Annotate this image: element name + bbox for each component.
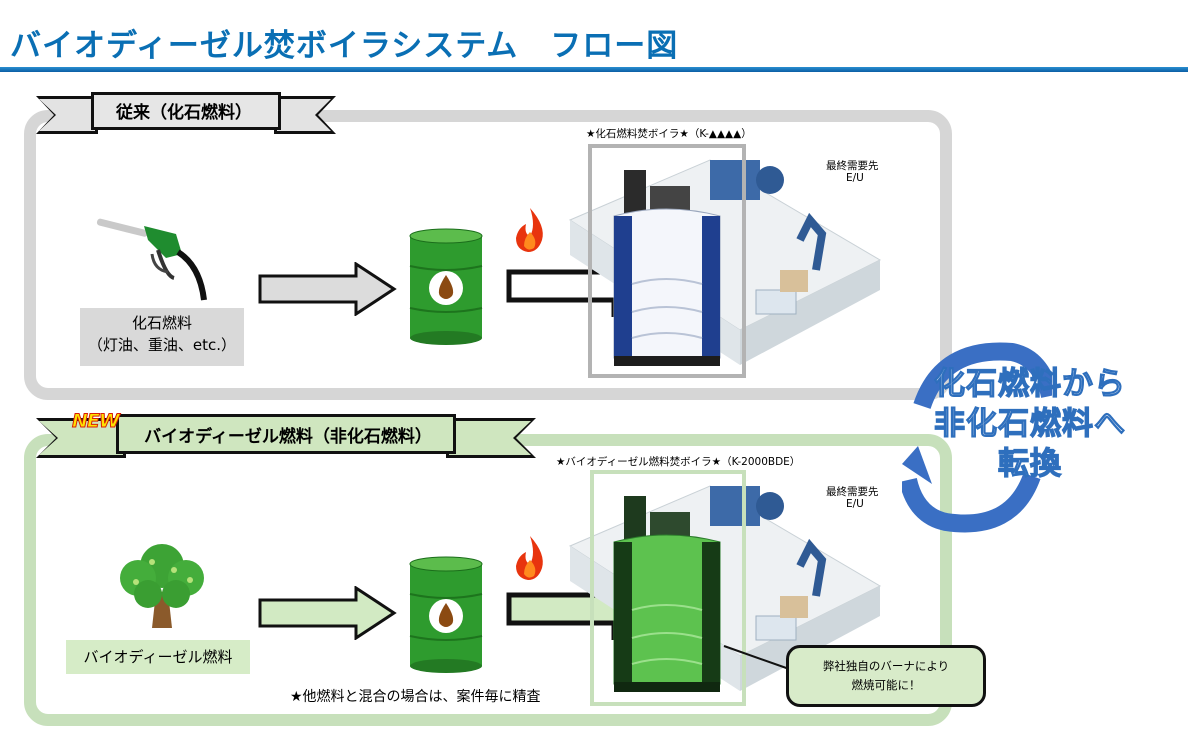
conversion-line3: 転換 [997,445,1062,482]
conversion-line2: 非化石燃料へ [933,405,1126,442]
boiler-icon [613,170,721,366]
conversion-text: 化石燃料から 非化石燃料へ 転換 [915,364,1145,484]
callout-line2: 燃焼可能に！ [851,678,921,692]
fossil-end-user-line1: 最終需要先 [826,160,879,172]
bio-end-user-line1: 最終需要先 [826,486,879,498]
tree-icon [120,544,204,628]
title-rule [0,67,1188,72]
fossil-source-box [80,308,244,366]
bio-source-label: バイオディーゼル燃料 [83,648,233,666]
callout-line1: 弊社独自のバーナにより [822,659,950,673]
bio-boiler-frame [590,470,746,706]
bio-source-box [66,640,250,674]
flame-icon [516,536,543,580]
fossil-banner-label: 従来（化石燃料） [116,103,252,123]
burner-callout: 弊社独自のバーナにより 燃焼可能に！ [786,645,986,707]
fossil-boiler-frame [588,144,746,378]
arrow-right-icon [258,262,397,316]
bio-boiler-caption: ★バイオディーゼル燃料焚ボイラ★（K-2000BDE） [556,456,801,468]
fossil-boiler-caption: ★化石燃料焚ボイラ★（K-▲▲▲▲） [586,128,752,140]
bio-end-user-line2: E/U [846,498,864,510]
fossil-banner [36,92,336,134]
biodiesel-banner-label: バイオディーゼル燃料（非化石燃料） [144,427,432,447]
callout-pointer [723,645,793,671]
fuel-nozzle-icon [96,218,207,301]
conversion-line1: 化石燃料から [933,365,1126,402]
arrow-right-icon [258,586,397,640]
fossil-source-label-line1: 化石燃料 [131,314,192,332]
fossil-end-user-line2: E/U [846,172,864,184]
new-badge: NEW [72,410,121,433]
oil-drum-icon [409,228,483,345]
mixed-fuel-note: ★他燃料と混合の場合は、案件毎に精査 [290,689,541,705]
page-title: バイオディーゼル焚ボイラシステム フロー図 [10,28,679,64]
oil-drum-icon [409,556,483,673]
boiler-icon [613,496,721,692]
cycle-arrows-icon [902,342,1052,533]
biodiesel-banner [36,414,536,458]
fossil-source-label-line2: （灯油、重油、etc.） [87,336,237,354]
flame-icon [516,208,543,252]
